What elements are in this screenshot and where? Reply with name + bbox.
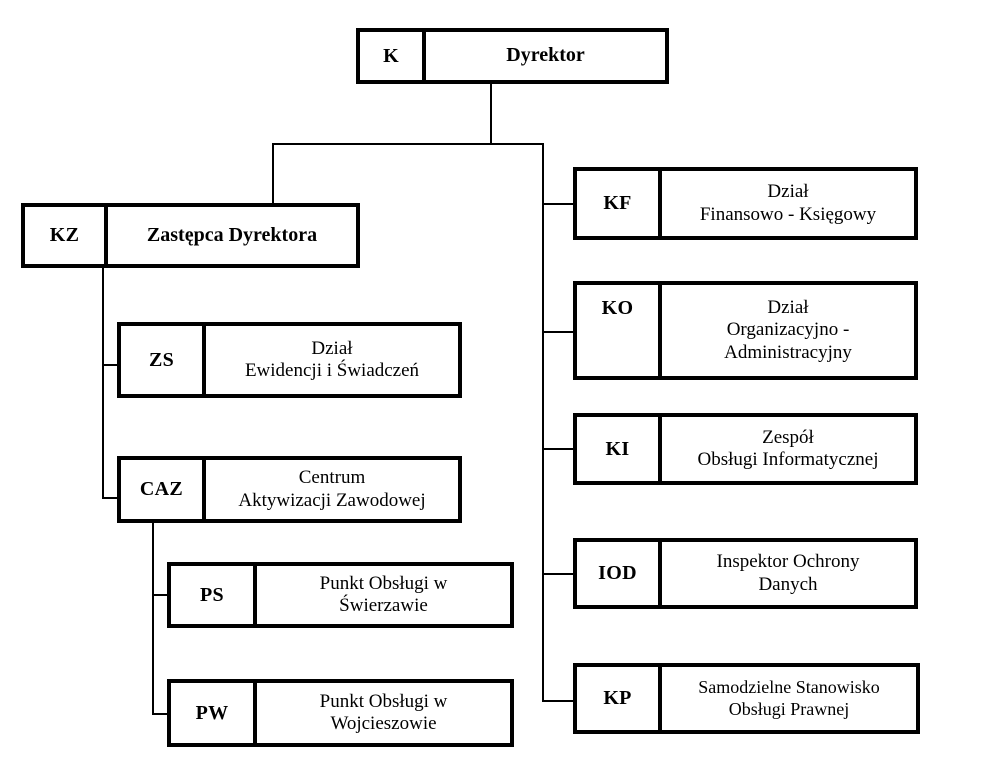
node-pw-code: PW — [171, 683, 257, 743]
node-ki-title: Zespół Obsługi Informatycznej — [697, 426, 879, 470]
connector-deputy-trunk — [102, 267, 104, 498]
connector-stub-ki — [542, 448, 574, 450]
node-caz-title: Centrum Aktywizacji Zawodowej — [238, 467, 426, 511]
node-zs[interactable]: ZS Dział Ewidencji i Świadczeń — [117, 322, 462, 398]
node-director-code: K — [360, 32, 426, 80]
node-ps-title: Punkt Obsługi w Świerzawie — [319, 572, 448, 616]
node-pw-title: Punkt Obsługi w Wojcieszowie — [319, 690, 448, 734]
node-iod[interactable]: IOD Inspektor Ochrony Danych — [573, 538, 918, 609]
node-caz[interactable]: CAZ Centrum Aktywizacji Zawodowej — [117, 456, 462, 523]
connector-stub-iod — [542, 573, 574, 575]
node-deputy[interactable]: KZ Zastępca Dyrektora — [21, 203, 360, 268]
connector-stub-caz — [102, 497, 118, 499]
node-kp-code: KP — [577, 667, 662, 730]
node-caz-code: CAZ — [121, 460, 206, 519]
node-ko-code: KO — [577, 285, 662, 376]
node-director-title: Dyrektor — [506, 44, 585, 67]
node-kf[interactable]: KF Dział Finansowo - Księgowy — [573, 167, 918, 240]
connector-stub-zs — [102, 364, 118, 366]
node-kf-title: Dział Finansowo - Księgowy — [699, 181, 877, 225]
node-ko[interactable]: KO Dział Organizacyjno - Administracyjny — [573, 281, 918, 380]
node-kp[interactable]: KP Samodzielne Stanowisko Obsługi Prawne… — [573, 663, 920, 734]
connector-stub-kf — [542, 203, 574, 205]
connector-stub-ko — [542, 331, 574, 333]
connector-caz-trunk — [152, 522, 154, 714]
node-zs-code: ZS — [121, 326, 206, 394]
connector-right-trunk — [542, 143, 544, 702]
node-kf-code: KF — [577, 171, 662, 236]
node-pw[interactable]: PW Punkt Obsługi w Wojcieszowie — [167, 679, 514, 747]
node-ki-code: KI — [577, 417, 662, 481]
node-ko-title: Dział Organizacyjno - Administracyjny — [724, 296, 852, 363]
connector-stub-ps — [152, 594, 169, 596]
connector-stub-pw — [152, 713, 169, 715]
node-iod-title: Inspektor Ochrony Danych — [716, 551, 860, 595]
node-ps[interactable]: PS Punkt Obsługi w Świerzawie — [167, 562, 514, 628]
connector-director-down — [490, 83, 492, 144]
connector-to-deputy — [272, 143, 274, 204]
node-ki[interactable]: KI Zespół Obsługi Informatycznej — [573, 413, 918, 485]
connector-stub-kp — [542, 700, 574, 702]
connector-main-split — [272, 143, 544, 145]
node-kp-title: Samodzielne Stanowisko Obsługi Prawnej — [698, 677, 880, 719]
node-deputy-title: Zastępca Dyrektora — [146, 223, 318, 246]
node-deputy-code: KZ — [25, 207, 108, 264]
node-iod-code: IOD — [577, 542, 662, 605]
node-director[interactable]: K Dyrektor — [356, 28, 669, 84]
node-ps-code: PS — [171, 566, 257, 624]
node-zs-title: Dział Ewidencji i Świadczeń — [244, 337, 420, 381]
